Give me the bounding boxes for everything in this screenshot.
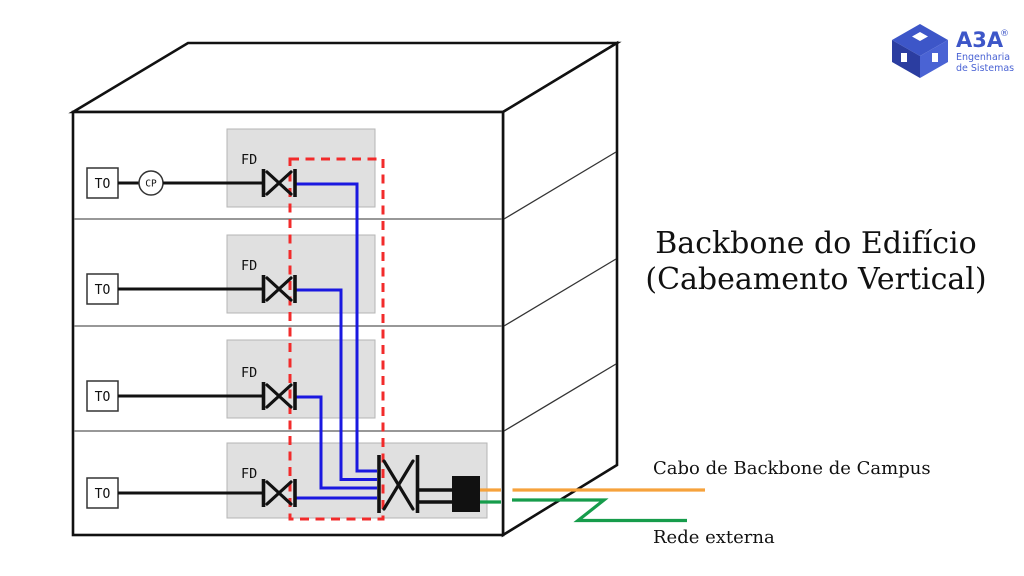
logo-tagline-line1: Engenharia [956, 52, 1010, 63]
floor-4-cross-connect-icon [261, 479, 297, 507]
floor-3-to-label: TO [95, 390, 111, 405]
floor-1: TO CP FD [86, 152, 297, 199]
floor-3-cross-connect-icon [261, 382, 297, 410]
riser-shaft-outline [288, 157, 385, 521]
external-network-label: Rede externa [653, 527, 775, 548]
floor-1-to-label: TO [95, 177, 111, 192]
riser-cable-floor-2 [296, 288, 377, 481]
floor-1-cross-connect-icon [261, 169, 297, 197]
building-distributor-cross-connect-icon [377, 455, 420, 513]
external-network-cable [480, 498, 687, 523]
fd-panel-floor-3 [226, 339, 376, 419]
logo-cube-notch-top [912, 32, 928, 41]
building-distributor-box [452, 476, 480, 512]
campus-backbone-label: Cabo de Backbone de Campus [653, 458, 931, 479]
logo-tagline-line2: de Sistemas [956, 63, 1014, 74]
floor-2-cross-connect-icon [261, 275, 297, 303]
floor-4: TO FD [86, 455, 480, 513]
logo-brand-text: A3A [956, 28, 1004, 52]
floor-1-fd-label: FD [241, 152, 257, 168]
fd-panel-floor-2 [226, 234, 376, 314]
floor-divider-3-side [503, 363, 617, 432]
floor-3-fd-label: FD [241, 365, 257, 381]
floor-4-fd-label: FD [241, 466, 257, 482]
floor-2-fd-label: FD [241, 258, 257, 274]
floor-2: TO FD [86, 258, 297, 305]
floor-2-to-label: TO [95, 283, 111, 298]
diagram-title-line2: (Cabeamento Vertical) [645, 262, 986, 297]
floor-divider-2-side [503, 258, 617, 327]
logo-cube-notch-right [932, 53, 938, 62]
logo-cube-notch-left [901, 53, 907, 62]
floor-3-to-box [86, 380, 119, 412]
riser-cable-floor-1 [296, 182, 377, 473]
building-right-face [501, 40, 619, 538]
fd-panel-floor-1 [226, 128, 376, 208]
floor-4-to-label: TO [95, 487, 111, 502]
company-logo: A3A ® Engenharia de Sistemas [892, 24, 1014, 78]
floor-1-cp-label: CP [145, 179, 157, 190]
diagram-title-line1: Backbone do Edifício [655, 226, 976, 261]
riser-cables [296, 182, 377, 500]
logo-registered-mark: ® [1000, 29, 1009, 39]
external-network-cable-outer [512, 498, 687, 523]
riser-cable-floor-3 [296, 395, 377, 490]
floor-divider-1-side [503, 151, 617, 220]
diagram-title: Backbone do Edifício (Cabeamento Vertica… [645, 226, 986, 297]
floor-3: TO FD [86, 365, 297, 412]
logo-cube-icon [892, 24, 948, 78]
